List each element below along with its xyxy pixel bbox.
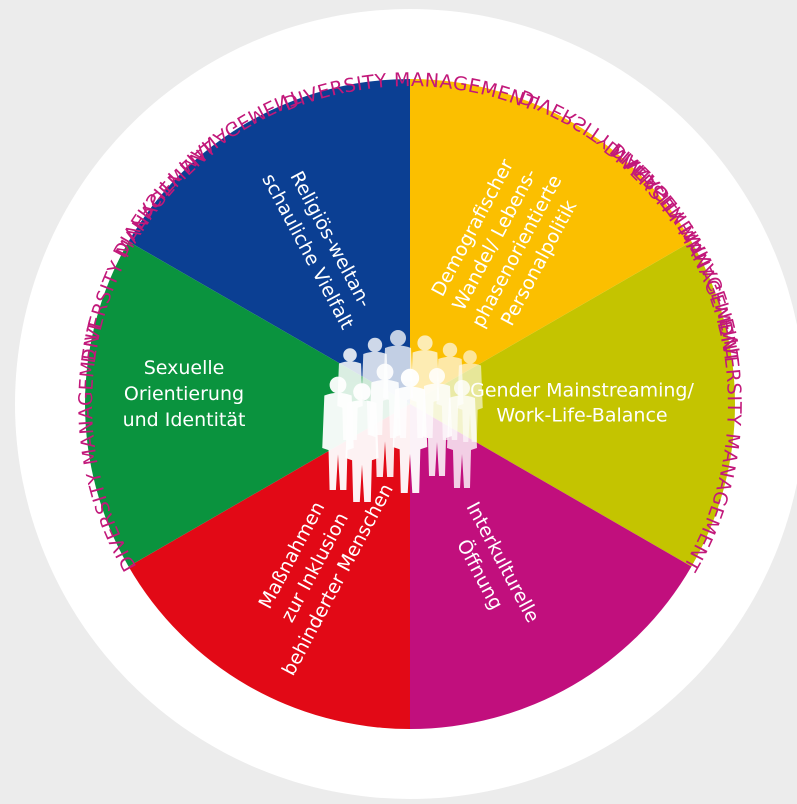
segments-layer [85,79,735,729]
segment-gender [410,241,735,567]
person-silhouette [322,376,354,490]
segment-label-gender: Gender Mainstreaming/Work-Life-Balance [470,380,694,427]
person-silhouette [422,368,452,476]
segment-label-line: Gender Mainstreaming/ [470,380,694,402]
segment-label-line: Sexuelle [144,357,225,379]
segment-intercultural [410,404,692,729]
person-silhouette [392,368,428,493]
segment-demography [410,79,692,404]
person-silhouette [369,363,401,477]
segment-label-line: Work-Life-Balance [496,405,667,427]
person-silhouette [447,380,477,488]
people-group-silhouette-icon [322,330,483,502]
segment-sexual [85,241,411,567]
segment-label-line: Orientierung [124,383,244,405]
segment-religion [128,79,410,404]
segment-label-line: und Identität [123,409,246,431]
segment-inclusion [128,404,410,729]
